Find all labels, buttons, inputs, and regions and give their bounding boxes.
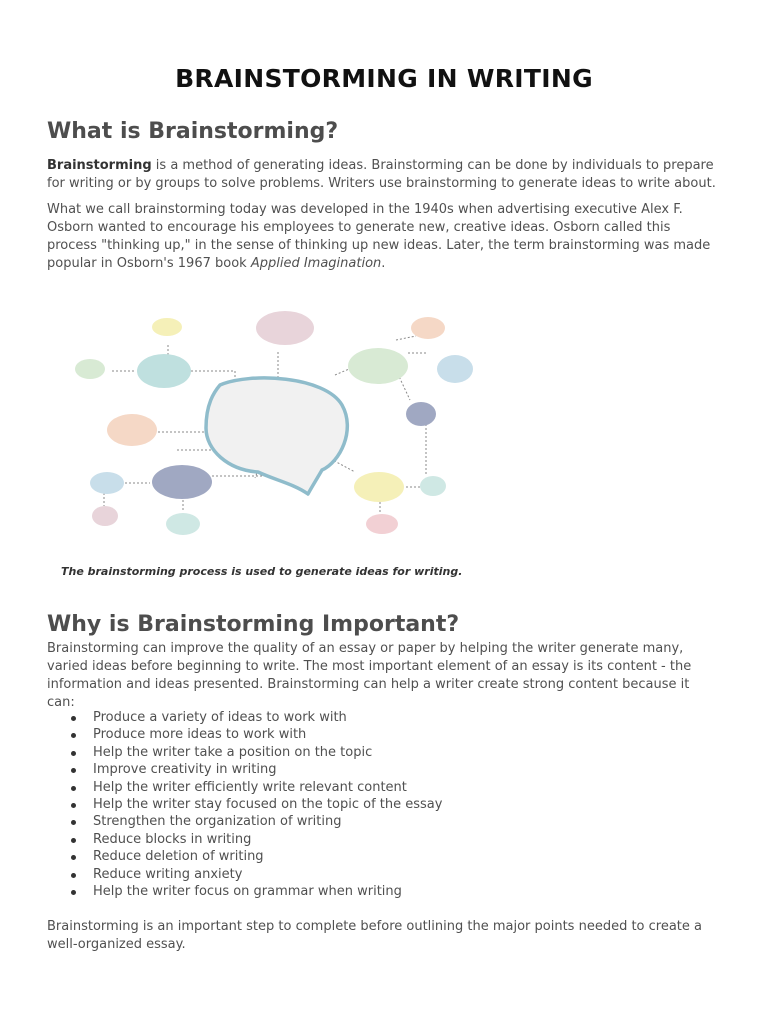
bullet-icon bbox=[71, 837, 76, 843]
list-item-text: Reduce writing anxiety bbox=[93, 866, 243, 882]
paragraph-closing: Brainstorming is an important step to co… bbox=[47, 919, 702, 952]
list-item-text: Strengthen the organization of writing bbox=[93, 814, 342, 830]
bullet-icon bbox=[71, 750, 76, 756]
paragraph-history: What we call brainstorming today was dev… bbox=[47, 201, 719, 273]
figure-caption: The brainstorming process is used to gen… bbox=[61, 565, 463, 578]
list-item: Help the writer focus on grammar when wr… bbox=[47, 883, 727, 900]
history-end: . bbox=[381, 256, 386, 271]
term-brainstorming: Brainstorming bbox=[47, 158, 152, 173]
list-item-text: Help the writer stay focused on the topi… bbox=[93, 797, 443, 813]
bullet-icon bbox=[71, 716, 76, 721]
brain-outline bbox=[204, 376, 350, 496]
list-item: Help the writer stay focused on the topi… bbox=[47, 796, 727, 813]
list-item-text: Help the writer focus on grammar when wr… bbox=[93, 884, 402, 900]
list-item-text: Reduce blocks in writing bbox=[93, 831, 252, 847]
list-item-text: Help the writer take a position on the t… bbox=[93, 744, 373, 760]
bullet-icon bbox=[71, 890, 76, 896]
bullet-icon bbox=[71, 820, 76, 826]
list-item: Produce more ideas to work with bbox=[47, 726, 727, 743]
list-item: Produce a variety of ideas to work with bbox=[47, 709, 727, 726]
list-item-text: Produce a variety of ideas to work with bbox=[93, 710, 347, 725]
bullet-icon bbox=[71, 855, 76, 861]
section-heading-why-important: Why is Brainstorming Important? bbox=[47, 612, 460, 637]
list-item-text: Help the writer efficiently write releva… bbox=[93, 779, 407, 795]
section-heading-what-is: What is Brainstorming? bbox=[47, 119, 339, 144]
list-item: Reduce blocks in writing bbox=[47, 831, 727, 848]
bullet-icon bbox=[71, 733, 76, 739]
idea-bubbles bbox=[75, 311, 473, 535]
list-item-text: Produce more ideas to work with bbox=[93, 727, 307, 743]
definition-text: is a method of generating ideas. Brainst… bbox=[47, 158, 716, 191]
list-item: Improve creativity in writing bbox=[47, 761, 727, 778]
list-item: Reduce deletion of writing bbox=[47, 848, 727, 865]
document-title: BRAINSTORMING IN WRITING bbox=[175, 64, 593, 93]
paragraph-importance-intro: Brainstorming can improve the quality of… bbox=[47, 641, 692, 710]
list-item: Help the writer efficiently write releva… bbox=[47, 779, 727, 796]
paragraph-definition: Brainstorming is a method of generating … bbox=[47, 157, 719, 193]
benefits-list: Produce a variety of ideas to work with … bbox=[47, 709, 727, 900]
list-item: Help the writer take a position on the t… bbox=[47, 744, 727, 761]
list-item: Strengthen the organization of writing bbox=[47, 813, 727, 830]
bullet-icon bbox=[71, 785, 76, 791]
bullet-icon bbox=[71, 768, 76, 774]
list-item: Reduce writing anxiety bbox=[47, 866, 727, 883]
list-item-text: Improve creativity in writing bbox=[93, 762, 277, 778]
brainstorm-diagram bbox=[75, 311, 473, 535]
bullet-icon bbox=[71, 803, 76, 809]
list-item-text: Reduce deletion of writing bbox=[93, 849, 264, 865]
history-text: What we call brainstorming today was dev… bbox=[47, 202, 711, 271]
book-title: Applied Imagination bbox=[250, 256, 382, 271]
bullet-icon bbox=[71, 872, 76, 878]
